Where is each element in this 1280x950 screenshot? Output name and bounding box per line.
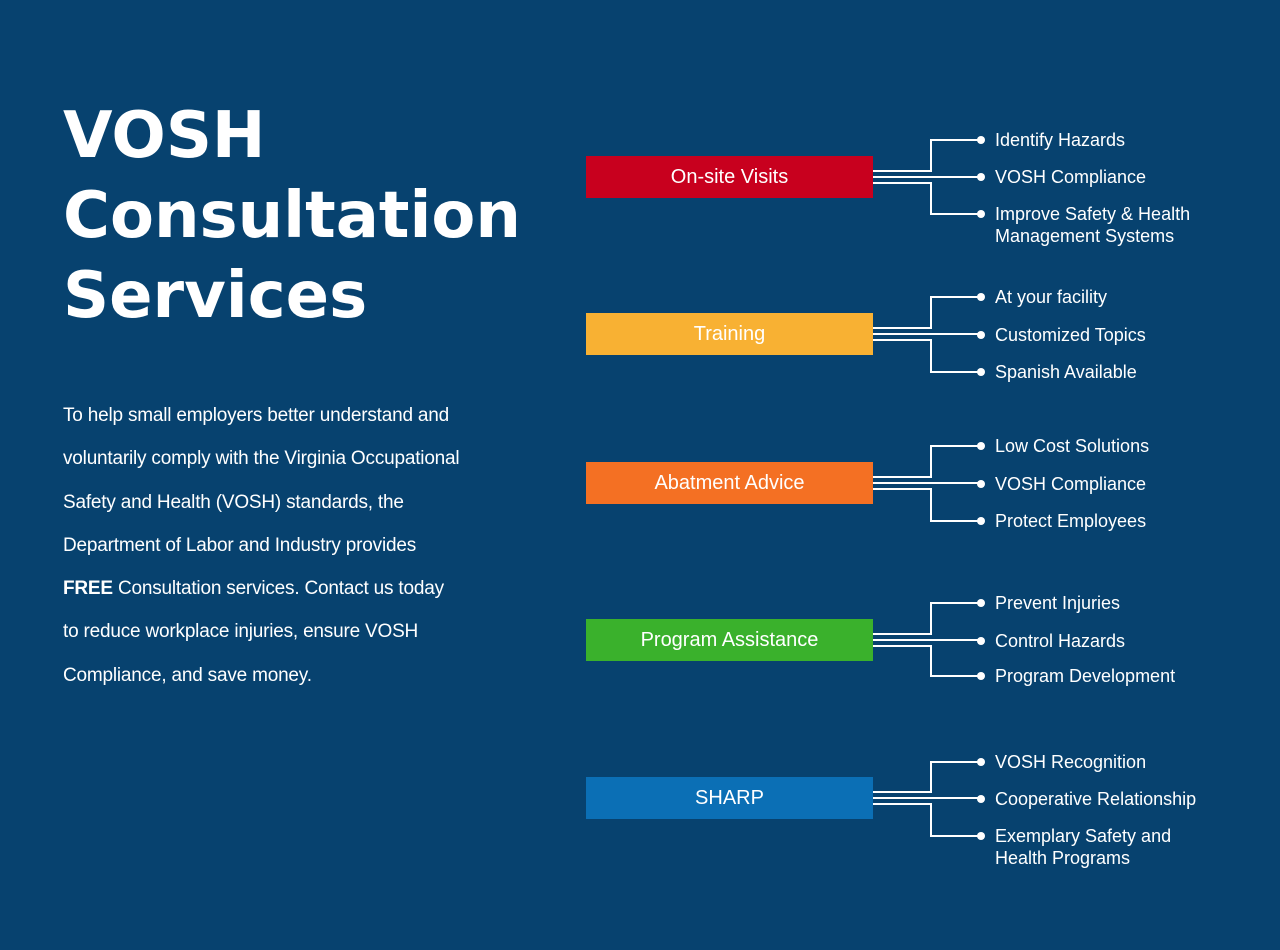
service-item-label: Exemplary Safety and Health Programs xyxy=(995,826,1172,868)
service-item-label: VOSH Compliance xyxy=(995,474,1147,494)
connector-line xyxy=(873,645,981,677)
connector-dot xyxy=(977,293,985,301)
connector-line xyxy=(873,488,981,522)
connector-dot xyxy=(977,599,985,607)
connector-line xyxy=(873,182,981,215)
connector-dot xyxy=(977,517,985,525)
service-item-label: VOSH Recognition xyxy=(995,752,1147,772)
service-item-label: Identify Hazards xyxy=(995,130,1126,150)
connector-dot xyxy=(977,672,985,680)
service-box-3: Abatment Advice xyxy=(586,462,873,504)
connector-dot xyxy=(977,442,985,450)
service-item-label: Control Hazards xyxy=(995,631,1126,651)
connector-line xyxy=(873,139,981,172)
description-text-start: To help small employers better understan… xyxy=(63,405,460,556)
connector-line xyxy=(873,761,981,793)
connector-line xyxy=(873,296,981,329)
service-item-label: Spanish Available xyxy=(995,362,1137,382)
description-text-end: Consultation services. Contact us today … xyxy=(63,578,444,686)
connector-dot xyxy=(977,368,985,376)
title-line-1: VOSH xyxy=(63,99,266,173)
service-box-4: Program Assistance xyxy=(586,619,873,661)
service-item-label: Improve Safety & Health Management Syste… xyxy=(995,204,1191,246)
title-line-2: Consultation xyxy=(63,179,521,253)
service-item-label: Customized Topics xyxy=(995,325,1146,345)
connector-dot xyxy=(977,758,985,766)
service-item-label: Cooperative Relationship xyxy=(995,789,1197,809)
service-item-label: Low Cost Solutions xyxy=(995,436,1150,456)
service-box-2: Training xyxy=(586,313,873,355)
connector-dot xyxy=(977,210,985,218)
service-item-label: VOSH Compliance xyxy=(995,167,1147,187)
service-item-label: Prevent Injuries xyxy=(995,593,1121,613)
connector-dot xyxy=(977,795,985,803)
title-line-3: Services xyxy=(63,259,368,333)
connector-dot xyxy=(977,480,985,488)
connector-line xyxy=(873,803,981,837)
connector-line xyxy=(873,339,981,373)
description-paragraph: To help small employers better understan… xyxy=(63,394,463,697)
connector-dot xyxy=(977,173,985,181)
connector-line xyxy=(873,445,981,478)
connector-dot xyxy=(977,331,985,339)
service-item-label: Protect Employees xyxy=(995,511,1147,531)
service-box-5: SHARP xyxy=(586,777,873,819)
connector-line xyxy=(873,602,981,635)
page-title: VOSH Consultation Services xyxy=(63,96,583,336)
service-item-label: At your facility xyxy=(995,287,1108,307)
connector-dot xyxy=(977,832,985,840)
service-item-label: Program Development xyxy=(995,666,1176,686)
connector-dot xyxy=(977,637,985,645)
service-box-1: On-site Visits xyxy=(586,156,873,198)
connector-dot xyxy=(977,136,985,144)
free-emphasis: FREE xyxy=(63,578,113,600)
